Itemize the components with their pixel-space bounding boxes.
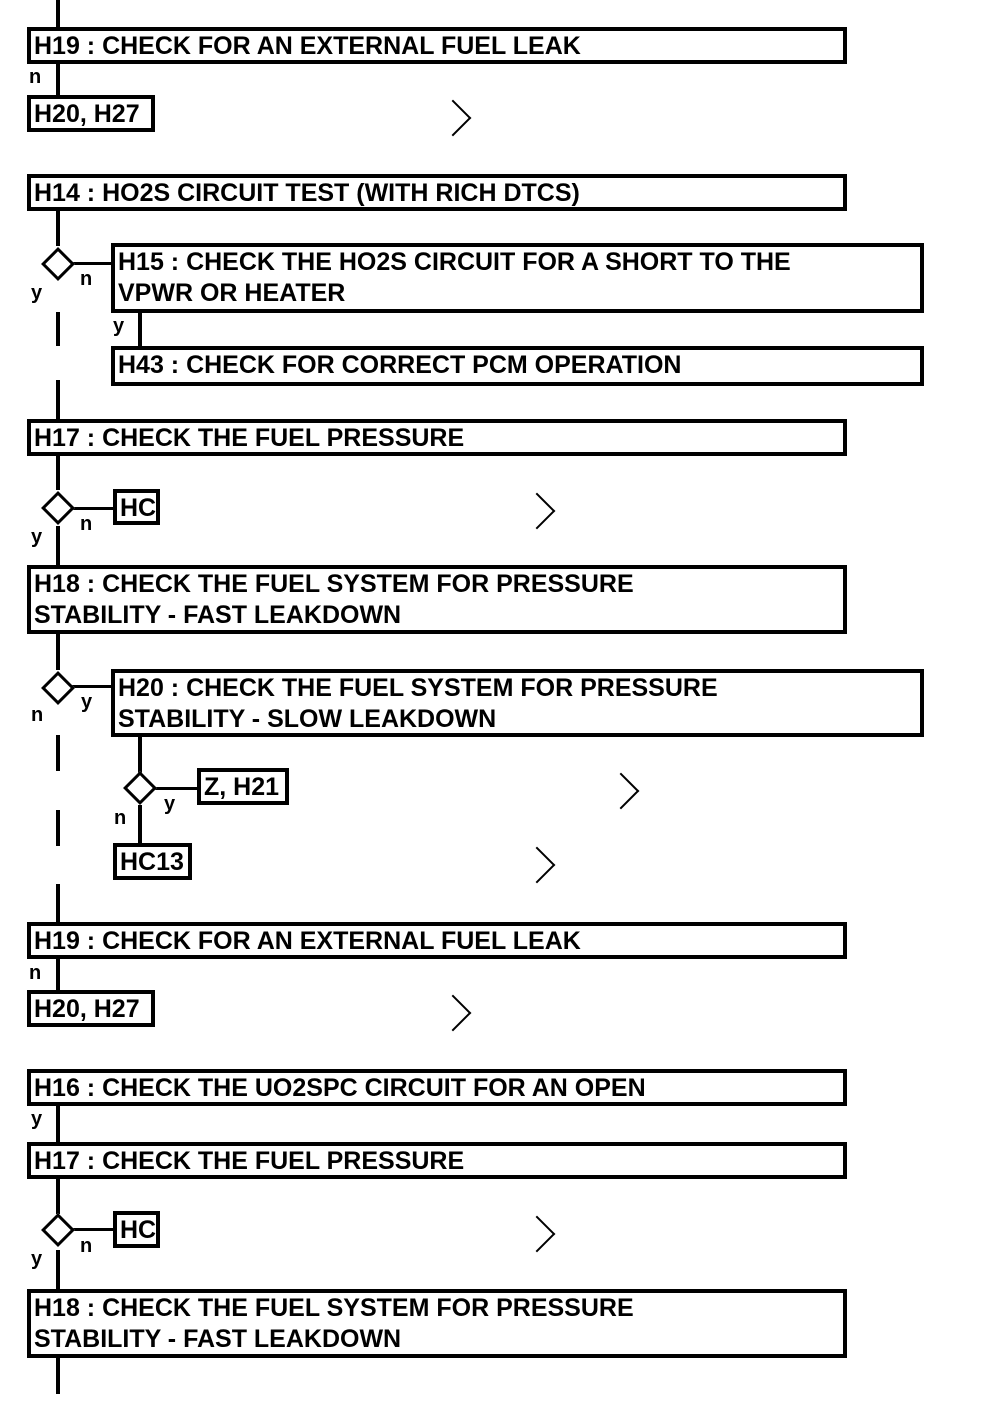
step-h19-mid: H19 : CHECK FOR AN EXTERNAL FUEL LEAK — [27, 922, 847, 959]
branch-label-y: y — [81, 691, 93, 713]
connector-line — [56, 526, 60, 566]
step-h18-a: H18 : CHECK THE FUEL SYSTEM FOR PRESSURE… — [27, 565, 847, 634]
connector-line — [138, 735, 142, 775]
connector-line — [56, 62, 60, 96]
decision-diamond — [41, 491, 75, 525]
step-h14: H14 : HO2S CIRCUIT TEST (WITH RICH DTCS) — [27, 174, 847, 211]
decision-diamond — [41, 671, 75, 705]
connector-line — [56, 1104, 60, 1144]
branch-label-n: n — [29, 962, 42, 984]
step-h17-a: H17 : CHECK THE FUEL PRESSURE — [27, 419, 847, 456]
chevron-right-icon — [602, 772, 640, 810]
branch-label-n: n — [80, 1235, 93, 1257]
step-h15: H15 : CHECK THE HO2S CIRCUIT FOR A SHORT… — [111, 243, 924, 313]
connector-line — [138, 805, 142, 845]
branch-label-n: n — [114, 807, 127, 829]
decision-diamond — [41, 247, 75, 281]
branch-label-n: n — [29, 66, 42, 88]
chevron-right-icon — [434, 994, 472, 1032]
dashed-connector — [56, 810, 60, 846]
connector-line — [56, 0, 60, 28]
branch-line — [154, 787, 200, 790]
branch-label-y: y — [164, 793, 176, 815]
step-h20: H20 : CHECK THE FUEL SYSTEM FOR PRESSURE… — [111, 669, 924, 737]
step-h20-h27-top: H20, H27 — [27, 95, 155, 132]
dashed-connector — [56, 735, 60, 771]
branch-label-n: n — [31, 704, 44, 726]
connector-line — [56, 1178, 60, 1214]
chevron-right-icon — [518, 846, 556, 884]
step-hc-a: HC — [113, 489, 160, 525]
step-hc13: HC13 — [113, 843, 192, 880]
chevron-right-icon — [518, 492, 556, 530]
step-h19-top: H19 : CHECK FOR AN EXTERNAL FUEL LEAK — [27, 27, 847, 64]
connector-line — [56, 454, 60, 490]
branch-label-y: y — [31, 1248, 43, 1270]
connector-line — [138, 312, 142, 348]
connector-line — [56, 958, 60, 992]
step-h18-b: H18 : CHECK THE FUEL SYSTEM FOR PRESSURE… — [27, 1289, 847, 1358]
connector-line — [56, 210, 60, 246]
decision-diamond — [41, 1213, 75, 1247]
branch-label-n: n — [80, 513, 93, 535]
decision-diamond — [123, 771, 157, 805]
step-hc-b: HC — [113, 1211, 160, 1248]
branch-line — [72, 685, 114, 688]
branch-line — [72, 262, 114, 265]
connector-line — [56, 632, 60, 670]
connector-line — [56, 380, 60, 420]
connector-line — [56, 884, 60, 924]
step-h17-b: H17 : CHECK THE FUEL PRESSURE — [27, 1142, 847, 1179]
branch-label-y: y — [113, 315, 125, 337]
chevron-right-icon — [434, 99, 472, 137]
step-h43: H43 : CHECK FOR CORRECT PCM OPERATION — [111, 346, 924, 386]
dashed-connector — [56, 312, 60, 346]
connector-line — [56, 1250, 60, 1290]
branch-label-y: y — [31, 1108, 43, 1130]
branch-label-y: y — [31, 282, 43, 304]
step-h16: H16 : CHECK THE UO2SPC CIRCUIT FOR AN OP… — [27, 1069, 847, 1106]
branch-label-n: n — [80, 268, 93, 290]
step-z-h21: Z, H21 — [197, 768, 289, 805]
branch-label-y: y — [31, 526, 43, 548]
step-h20-h27-mid: H20, H27 — [27, 990, 155, 1027]
branch-line — [72, 1228, 116, 1231]
branch-line — [72, 507, 116, 510]
chevron-right-icon — [518, 1215, 556, 1253]
connector-line — [56, 1356, 60, 1394]
